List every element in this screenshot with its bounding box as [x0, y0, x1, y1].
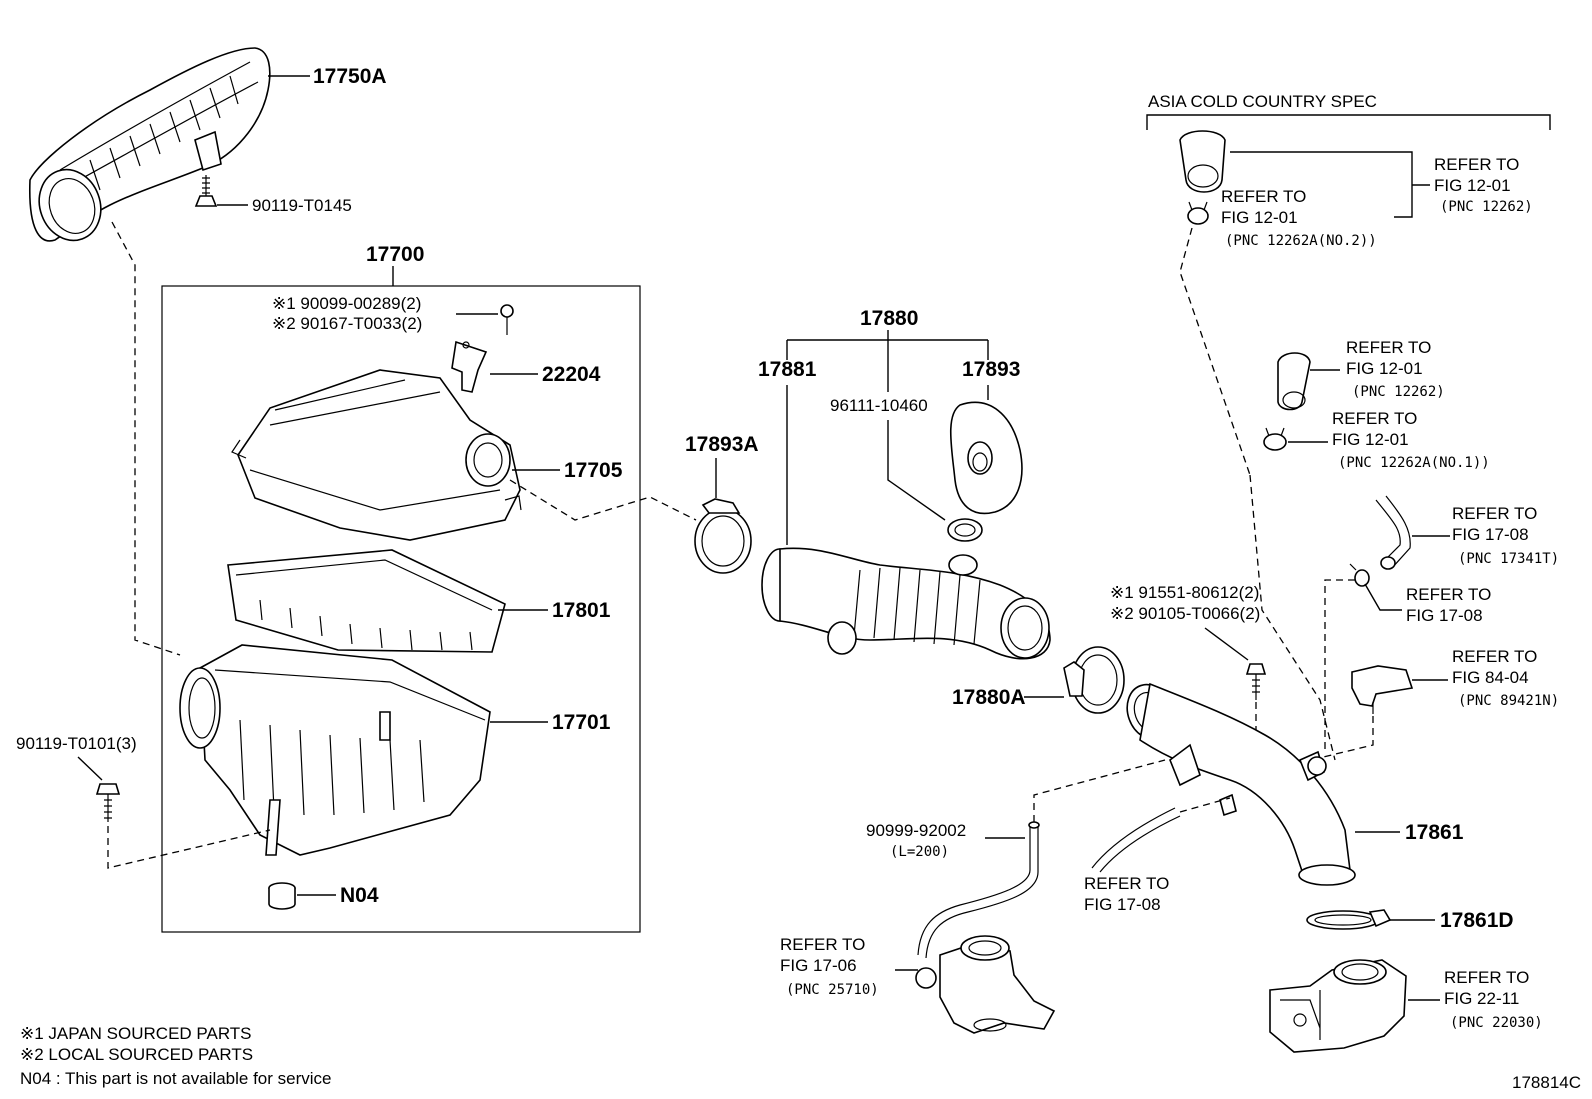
sensor-89421N[interactable]	[1351, 665, 1414, 714]
refer-r8-line2: FIG 17-08	[1084, 895, 1161, 914]
refer-r4-line3: (PNC 12262A(NO.1))	[1338, 455, 1490, 471]
refer-r5-line2: FIG 17-08	[1452, 525, 1529, 544]
refer-r9-line1: REFER TO	[780, 935, 865, 954]
hose-clamp-17861D[interactable]	[1306, 909, 1392, 930]
refer-r10-line2: FIG 22-11	[1444, 989, 1519, 1008]
bolt-90119-T0101[interactable]	[95, 783, 121, 822]
part-length-90999-92002: (L=200)	[890, 844, 949, 860]
refer-r1-line3: (PNC 12262)	[1440, 199, 1533, 215]
hose-clamp-17880A[interactable]	[1063, 646, 1125, 714]
note-japan-sourced: ※1 JAPAN SOURCED PARTS	[20, 1024, 252, 1043]
air-inlet-duct-17750A[interactable]	[29, 47, 271, 249]
part-label-90999-92002[interactable]: 90999-92002	[866, 821, 966, 840]
refer-r10-line1: REFER TO	[1444, 968, 1529, 987]
refer-r3-line1: REFER TO	[1346, 338, 1431, 357]
refer-r5-line1: REFER TO	[1452, 504, 1537, 523]
part-label-90119-T0101[interactable]: 90119-T0101(3)	[16, 734, 137, 753]
screw-22204[interactable]	[500, 304, 514, 335]
grommet-N04[interactable]	[268, 882, 296, 910]
refer-r7-line3: (PNC 89421N)	[1458, 693, 1559, 709]
part-label-17893[interactable]: 17893	[962, 358, 1020, 381]
refer-r8-line1: REFER TO	[1084, 874, 1169, 893]
refer-r10-line3: (PNC 22030)	[1450, 1015, 1543, 1031]
part-label-17861[interactable]: 17861	[1405, 821, 1464, 844]
refer-r4-line1: REFER TO	[1332, 409, 1417, 428]
part-label-17880[interactable]: 17880	[860, 307, 918, 330]
clamp-12262A-no2[interactable]	[1187, 201, 1209, 225]
bolt-17861-japan: ※1 91551-80612(2)	[1110, 583, 1259, 602]
refer-r1-line1: REFER TO	[1434, 155, 1519, 174]
part-label-17701[interactable]: 17701	[552, 711, 611, 734]
refer-r4-line2: FIG 12-01	[1332, 430, 1409, 449]
assembly-17700-frame	[161, 285, 641, 933]
mass-airflow-sensor-22204[interactable]	[451, 340, 488, 393]
clamp-96111-10460[interactable]	[947, 518, 983, 542]
part-label-17700[interactable]: 17700	[366, 243, 424, 266]
part-label-N04[interactable]: N04	[340, 884, 379, 907]
refer-r2-line1: REFER TO	[1221, 187, 1306, 206]
refer-r3-line3: (PNC 12262)	[1352, 384, 1445, 400]
refer-r7-line1: REFER TO	[1452, 647, 1537, 666]
refer-r2-line3: (PNC 12262A(NO.2))	[1225, 233, 1377, 249]
refer-r3-line2: FIG 12-01	[1346, 359, 1423, 378]
clamp-12262A-no1[interactable]	[1263, 427, 1287, 451]
intake-cap-17893[interactable]	[949, 401, 1023, 515]
hose-12262-top[interactable]	[1179, 130, 1226, 193]
throttle-body-22030[interactable]	[1269, 959, 1407, 1053]
part-label-96111-10460[interactable]: 96111-10460	[830, 396, 928, 415]
part-label-22204[interactable]: 22204	[542, 363, 601, 386]
note-local-sourced: ※2 LOCAL SOURCED PARTS	[20, 1045, 253, 1064]
part-label-17705[interactable]: 17705	[564, 459, 623, 482]
part-label-17893A[interactable]: 17893A	[685, 433, 759, 456]
refer-r9-line3: (PNC 25710)	[786, 982, 879, 998]
intake-air-duct-17861[interactable]	[1120, 678, 1356, 886]
refer-r6-line2: FIG 17-08	[1406, 606, 1483, 625]
figure-id: 178814C	[1512, 1073, 1581, 1092]
hose-12262-mid[interactable]	[1277, 352, 1311, 411]
hose-17341T[interactable]	[1375, 495, 1411, 570]
air-cleaner-cover-17705[interactable]	[231, 369, 522, 541]
hose-clamp-17893A[interactable]	[694, 498, 752, 574]
air-cleaner-case-17701[interactable]	[179, 644, 491, 856]
part-label-17881[interactable]: 17881	[758, 358, 817, 381]
part-label-90119-T0145[interactable]: 90119-T0145	[252, 196, 352, 215]
hose-17-08-lower[interactable]	[1091, 807, 1181, 873]
refer-r5-line3: (PNC 17341T)	[1458, 551, 1559, 567]
part-label-17801[interactable]: 17801	[552, 599, 611, 622]
bolt-22204-japan: ※1 90099-00289(2)	[272, 294, 421, 313]
part-label-17861D[interactable]: 17861D	[1440, 909, 1514, 932]
refer-r1-line2: FIG 12-01	[1434, 176, 1511, 195]
hose-clip-17-08[interactable]	[1349, 563, 1370, 587]
bolt-90119-T0145[interactable]	[194, 175, 218, 207]
air-filter-element-17801[interactable]	[227, 549, 506, 653]
refer-r2-line2: FIG 12-01	[1221, 208, 1298, 227]
refer-r9-line2: FIG 17-06	[780, 956, 857, 975]
refer-r7-line2: FIG 84-04	[1452, 668, 1529, 687]
bolt-17861-local: ※2 90105-T0066(2)	[1110, 604, 1260, 623]
note-n04-unavailable: N04 : This part is not available for ser…	[20, 1069, 332, 1088]
refer-r6-line1: REFER TO	[1406, 585, 1491, 604]
asia-cold-country-spec-label: ASIA COLD COUNTRY SPEC	[1148, 92, 1377, 111]
valve-25710[interactable]	[915, 935, 1056, 1034]
intake-hose-17881[interactable]	[761, 547, 1051, 660]
bolt-22204-local: ※2 90167-T0033(2)	[272, 314, 422, 333]
part-label-17750A[interactable]: 17750A	[313, 65, 387, 88]
part-label-17880A[interactable]: 17880A	[952, 686, 1026, 709]
bolt-17861-mount[interactable]	[1245, 663, 1267, 700]
